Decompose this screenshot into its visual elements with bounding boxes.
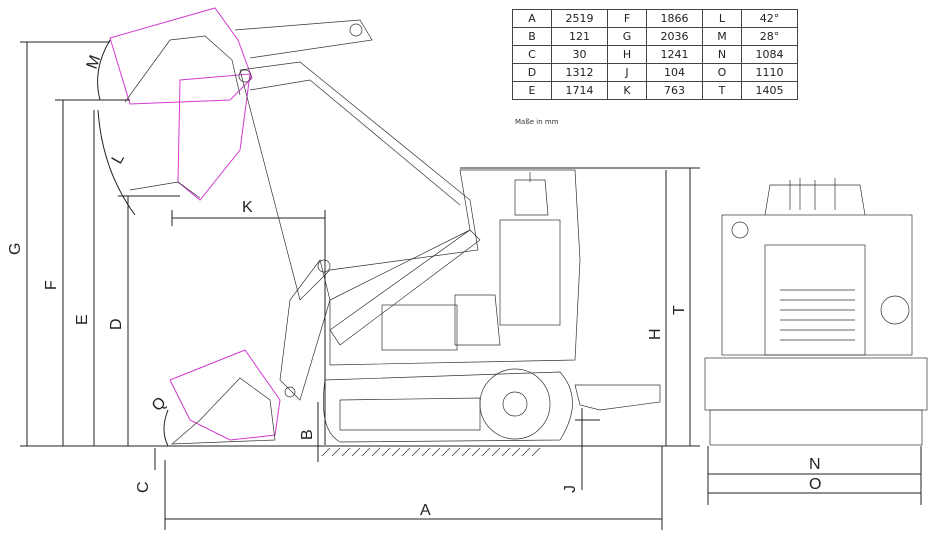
dimension-value: 1312	[551, 63, 608, 82]
angle-arcs	[97, 39, 169, 447]
dimension-key: C	[512, 45, 552, 64]
vertical-dimension-lines	[20, 41, 700, 490]
dimension-key: N	[702, 45, 742, 64]
dimension-key: O	[702, 63, 742, 82]
dimension-key: G	[607, 27, 647, 46]
dimension-value: 1405	[741, 81, 798, 100]
dimension-key: K	[607, 81, 647, 100]
dimension-key: L	[702, 9, 742, 28]
label-Q: Q	[149, 394, 170, 415]
dimension-value: 1866	[646, 9, 703, 28]
dimension-key: F	[607, 9, 647, 28]
dimension-key: J	[607, 63, 647, 82]
label-H: H	[647, 328, 664, 340]
machine-body	[329, 169, 581, 366]
raised-bucket-outline	[109, 7, 253, 201]
horizontal-dimension-lines	[164, 210, 922, 530]
dimension-value: 42°	[741, 9, 798, 28]
label-O: O	[809, 476, 821, 493]
label-A: A	[420, 502, 431, 519]
dimension-key: B	[512, 27, 552, 46]
dimension-key: T	[702, 81, 742, 100]
label-D: D	[108, 318, 125, 330]
dimension-value: 2036	[646, 27, 703, 46]
crawler-track	[322, 368, 661, 443]
loader-arm	[234, 19, 481, 401]
dimension-key: E	[512, 81, 552, 100]
dimension-value: 1110	[741, 63, 798, 82]
dimension-value: 121	[551, 27, 608, 46]
dimension-key: M	[702, 27, 742, 46]
dimension-value: 104	[646, 63, 703, 82]
dimension-value: 763	[646, 81, 703, 100]
label-M: M	[84, 53, 105, 71]
unit-note: Maße in mm	[515, 118, 559, 126]
dimension-key: D	[512, 63, 552, 82]
label-N: N	[809, 456, 821, 473]
ground-hatch	[321, 447, 541, 457]
dimension-key: A	[512, 9, 552, 28]
dimension-value: 2519	[551, 9, 608, 28]
front-view	[704, 178, 928, 446]
dimension-value: 1714	[551, 81, 608, 100]
label-C: C	[135, 481, 152, 493]
dimension-value: 1084	[741, 45, 798, 64]
label-L: L	[109, 151, 128, 167]
lowered-bucket-outline	[169, 349, 281, 445]
dimension-value: 30	[551, 45, 608, 64]
label-G: G	[7, 243, 24, 255]
label-F: F	[43, 280, 60, 290]
label-E: E	[74, 314, 91, 325]
label-T: T	[671, 305, 688, 315]
dimension-value: 1241	[646, 45, 703, 64]
label-B: B	[299, 429, 316, 440]
dimension-key: H	[607, 45, 647, 64]
label-K: K	[242, 199, 253, 216]
label-J: J	[562, 485, 579, 493]
dimension-value: 28°	[741, 27, 798, 46]
